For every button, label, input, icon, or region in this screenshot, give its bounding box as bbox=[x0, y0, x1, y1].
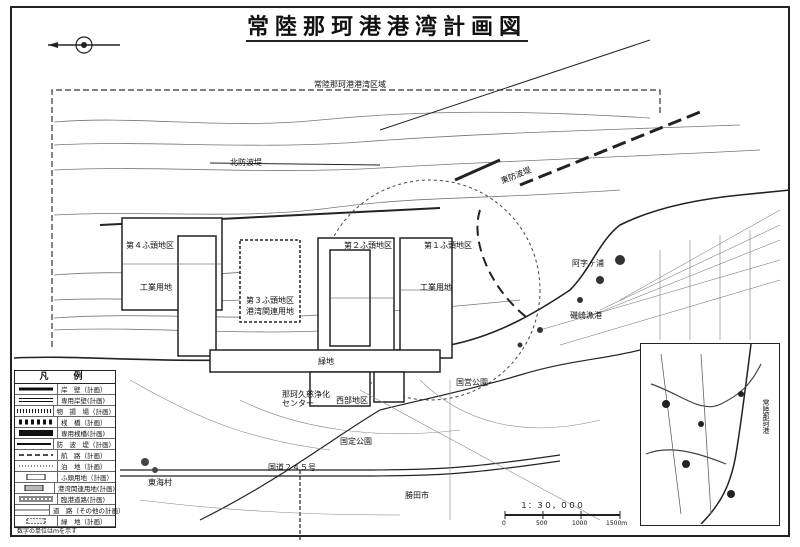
national-park-label: 国営公園 bbox=[456, 378, 488, 387]
legend-row: 泊 地（計画） bbox=[15, 461, 115, 472]
katsuta-city-label: 勝田市 bbox=[405, 491, 429, 500]
industrial-land-label-2: 工業用地 bbox=[420, 283, 452, 292]
legend-row: 道 路（その他の計画） bbox=[15, 505, 125, 516]
quasi-national-park-label: 国定公園 bbox=[340, 437, 372, 446]
legend-row: 専用桟橋(計画) bbox=[15, 428, 115, 439]
area2-label: 第２ふ頭地区 bbox=[344, 241, 392, 250]
legend-row: 港湾関連用地(計画) bbox=[15, 483, 115, 494]
east-breakwater bbox=[519, 108, 706, 187]
fishing-port-label: 磯崎漁港 bbox=[570, 311, 602, 320]
area4-label: 第４ふ頭地区 bbox=[126, 241, 174, 250]
legend-row: 防 波 堤（計画） bbox=[15, 439, 115, 450]
sewage-plant-label: 那珂久慈浄化センター bbox=[282, 390, 330, 408]
tokai-village-label: 東海村 bbox=[148, 478, 172, 487]
map-frame bbox=[10, 6, 790, 537]
legend-row: 臨港道路(計画) bbox=[15, 494, 115, 505]
scale-tick-3: 1500m bbox=[606, 520, 628, 527]
legend: 凡 例 岸 壁（計画） 専用岸壁(計画) 物 揚 場（計画） 桟 橋（計画） 専… bbox=[14, 370, 125, 535]
scale-tick-1: 500 bbox=[536, 520, 548, 527]
coastline bbox=[13, 189, 791, 362]
legend-row: 航 路（計画） bbox=[15, 450, 115, 461]
legend-row: 緑 地（計画） bbox=[15, 516, 115, 527]
ajigaura-label: 阿字ヶ浦 bbox=[572, 259, 604, 268]
green-area-label: 緑地 bbox=[318, 357, 334, 366]
inset-location-map: 常陸那珂港 bbox=[640, 343, 780, 526]
north-breakwater-label: 北防波堤 bbox=[230, 158, 262, 167]
route-245-label: 国道２４５号 bbox=[268, 463, 316, 472]
legend-row: 桟 橋（計画） bbox=[15, 417, 115, 428]
port-related-land-label: 港湾関連用地 bbox=[246, 307, 294, 316]
inset-port-label: 常陸那珂港 bbox=[762, 399, 770, 434]
location-overview-map-icon bbox=[645, 343, 762, 525]
western-district-label: 西部地区 bbox=[336, 396, 368, 405]
legend-header: 凡 例 bbox=[15, 371, 115, 384]
map-title: 常陸那珂港港湾計画図 bbox=[246, 14, 528, 42]
scale-tick-0: 0 bbox=[502, 520, 506, 527]
compass-rose-icon bbox=[48, 36, 120, 54]
area3-label: 第３ふ頭地区 bbox=[246, 296, 294, 305]
area1-label: 第１ふ頭地区 bbox=[424, 241, 472, 250]
port-area-label: 常陸那珂港港湾区域 bbox=[314, 80, 386, 89]
north-breakwater bbox=[209, 162, 381, 166]
legend-row: 物 揚 場（計画） bbox=[15, 406, 115, 417]
legend-row: 専用岸壁(計画) bbox=[15, 395, 115, 406]
industrial-land-label: 工業用地 bbox=[140, 283, 172, 292]
scale-tick-2: 1000 bbox=[572, 520, 588, 527]
legend-note: 数字の単位はｍを示す bbox=[17, 528, 78, 535]
scale-ratio: １：３０，０００ bbox=[520, 501, 584, 510]
legend-row: 岸 壁（計画） bbox=[15, 384, 115, 395]
port-area-boundary bbox=[51, 89, 661, 347]
legend-row: ふ頭用地（計画） bbox=[15, 472, 115, 483]
scale-bar bbox=[504, 511, 621, 519]
